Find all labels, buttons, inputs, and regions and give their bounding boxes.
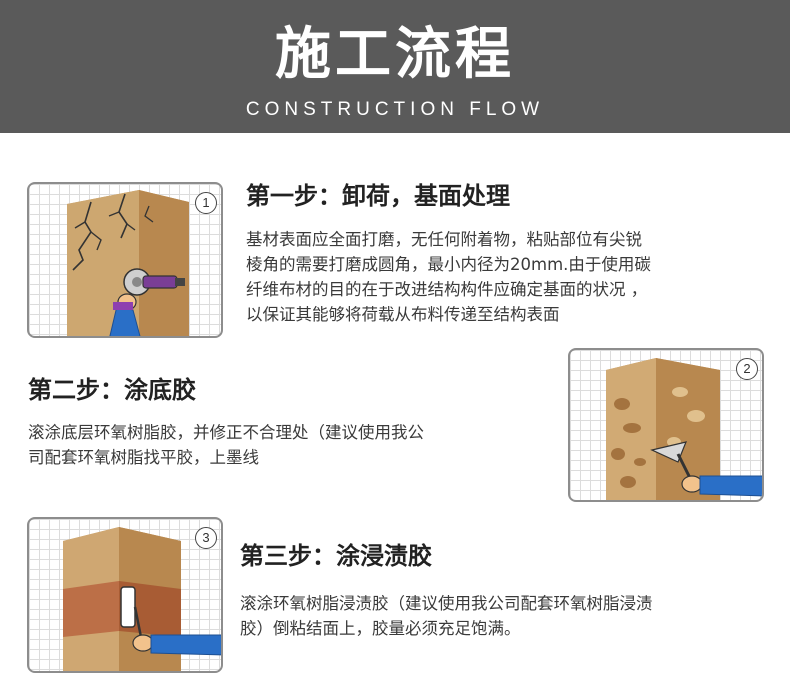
page-subtitle: CONSTRUCTION FLOW: [245, 99, 545, 120]
step-2-title: 第二步：涂底胶: [28, 376, 196, 404]
step-3-line-1: 滚涂环氧树脂浸渍胶（建议使用我公司配套环氧树脂浸渍: [240, 594, 653, 613]
step-1-number-badge: 1: [195, 192, 217, 214]
step-3-title: 第三步：涂浸渍胶: [240, 542, 432, 570]
step-2-line-1: 滚涂底层环氧树脂胶，并修正不合理处（建议使用我公: [28, 423, 424, 442]
step-3-illustration: 3: [27, 517, 223, 673]
step-2-line-2: 司配套环氧树脂找平胶，上墨线: [28, 448, 259, 467]
step-2-number-badge: 2: [736, 358, 758, 380]
step-1-description: 基材表面应全面打磨，无任何附着物，粘贴部位有尖锐 棱角的需要打磨成圆角，最小内径…: [246, 227, 651, 327]
header-banner: 施工流程 CONSTRUCTION FLOW: [0, 0, 790, 133]
step-1-line-1: 基材表面应全面打磨，无任何附着物，粘贴部位有尖锐: [246, 230, 642, 249]
step-1-line-4: 以保证其能够将荷载从布料传递至结构表面: [246, 305, 560, 324]
step-1-title: 第一步：卸荷，基面处理: [246, 182, 510, 210]
page-title: 施工流程: [275, 22, 515, 87]
step-3-description: 滚涂环氧树脂浸渍胶（建议使用我公司配套环氧树脂浸渍 胶）倒粘结面上，胶量必须充足…: [240, 591, 653, 641]
step-3-number-badge: 3: [195, 527, 217, 549]
step-2-illustration: 2: [568, 348, 764, 502]
step-1-line-3: 纤维布材的目的在于改进结构构件应确定基面的状况 ，: [246, 280, 648, 299]
step-3-line-2: 胶）倒粘结面上，胶量必须充足饱满。: [240, 619, 521, 638]
step-2-description: 滚涂底层环氧树脂胶，并修正不合理处（建议使用我公 司配套环氧树脂找平胶，上墨线: [28, 420, 424, 470]
step-1-line-2: 棱角的需要打磨成圆角，最小内径为20mm.由于使用碳: [246, 255, 651, 274]
step-1-illustration: 1: [27, 182, 223, 338]
